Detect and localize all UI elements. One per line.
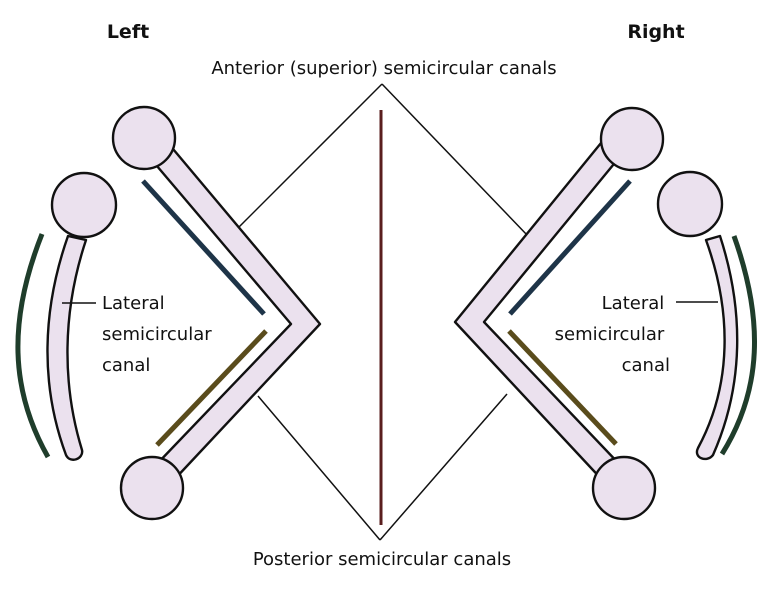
right-lateral-ampulla — [656, 170, 724, 238]
left-heading: Left — [107, 21, 149, 43]
right-heading: Right — [627, 21, 684, 43]
left-posterior-ampulla — [119, 455, 185, 521]
left-anterior-posterior-canal — [149, 141, 322, 484]
left-anterior-plane-line — [141, 179, 266, 316]
left-lateral-ampulla — [50, 171, 118, 239]
posterior-canals-label: Posterior semicircular canals — [253, 549, 511, 570]
left-lateral-canal — [46, 234, 88, 461]
right-anterior-ampulla — [599, 106, 665, 172]
anterior-leader-lines — [237, 83, 529, 237]
left-anterior-ampulla — [111, 105, 177, 171]
left-lateral-label: Lateral semicircular canal — [102, 293, 217, 376]
right-anterior-posterior-canal — [453, 141, 625, 486]
left-lateral-plane-line — [15, 233, 51, 459]
right-posterior-plane-line — [507, 329, 618, 446]
anterior-canals-label: Anterior (superior) semicircular canals — [211, 58, 556, 79]
right-lateral-plane-line — [719, 235, 757, 456]
right-anterior-plane-line — [508, 179, 632, 316]
right-lateral-canal — [695, 234, 739, 461]
left-posterior-plane-line — [155, 329, 268, 447]
right-posterior-ampulla — [591, 455, 657, 521]
right-lateral-label: Lateral semicircular canal — [555, 293, 670, 376]
posterior-leader-lines — [257, 393, 508, 541]
